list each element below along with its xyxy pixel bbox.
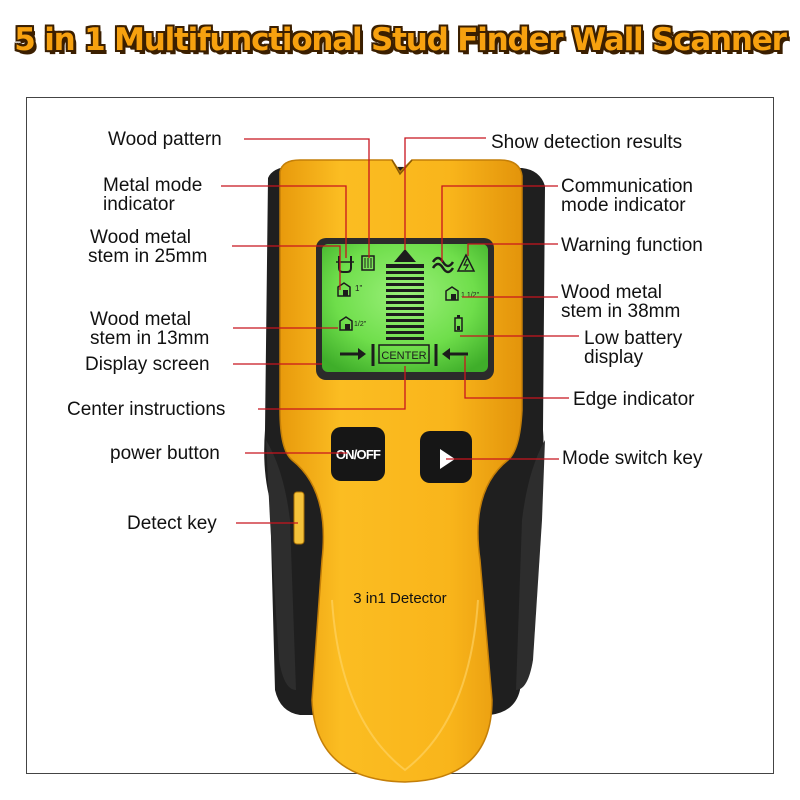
power-button[interactable]: ON/OFF [331, 427, 385, 481]
lcd-13mm-label: 1/2" [354, 321, 367, 328]
callout-display-screen: Display screen [85, 354, 210, 375]
callout-mode-switch: Mode switch key [562, 448, 703, 469]
callout-metal-mode: Metal mode indicator [103, 175, 203, 215]
wood-metal-13mm-icon [339, 316, 353, 331]
callout-wood-38mm: Wood metal stem in 38mm [561, 282, 681, 322]
callout-power-button: power button [110, 443, 220, 464]
callout-wood-pattern: Wood pattern [108, 129, 222, 150]
callout-center-instructions: Center instructions [67, 399, 226, 420]
lcd-content [336, 249, 476, 366]
power-button-label: ON/OFF [336, 447, 381, 462]
callout-low-battery: Low battery display [584, 328, 683, 368]
lcd-center-text: CENTER [381, 350, 426, 362]
center-box [378, 344, 430, 364]
headline-title: 5 in 1 Multifunctional Stud Finder Wall … [14, 22, 787, 58]
callout-edge-indicator: Edge indicator [573, 389, 695, 410]
magnet-icon [336, 256, 354, 273]
callout-detect-key: Detect key [127, 513, 217, 534]
wood-metal-38mm-icon [445, 286, 459, 301]
callout-wood-13mm: Wood metal stem in 13mm [90, 309, 210, 349]
detect-key[interactable] [293, 491, 305, 545]
model-text: 3 in1 Detector [353, 590, 446, 607]
battery-icon [454, 315, 463, 332]
callout-show-results: Show detection results [491, 132, 683, 153]
wood-grain-icon [361, 255, 375, 271]
arrow-left-icon [434, 344, 468, 366]
wood-metal-25mm-icon [337, 282, 351, 297]
callout-communication-mode: Communication mode indicator [561, 176, 693, 216]
callout-leaders [221, 137, 579, 524]
lcd-38mm-label: 1 1/2" [461, 292, 480, 299]
callout-wood-25mm: Wood metal stem in 25mm [88, 227, 208, 267]
lcd-25mm-label: 1" [355, 284, 362, 293]
arrow-right-icon [340, 344, 375, 366]
warning-triangle-icon [456, 253, 476, 272]
detection-bar-graph [386, 249, 424, 340]
callout-warning: Warning function [561, 235, 703, 256]
ac-wave-icon [431, 256, 455, 274]
mode-switch-key[interactable] [420, 431, 472, 483]
